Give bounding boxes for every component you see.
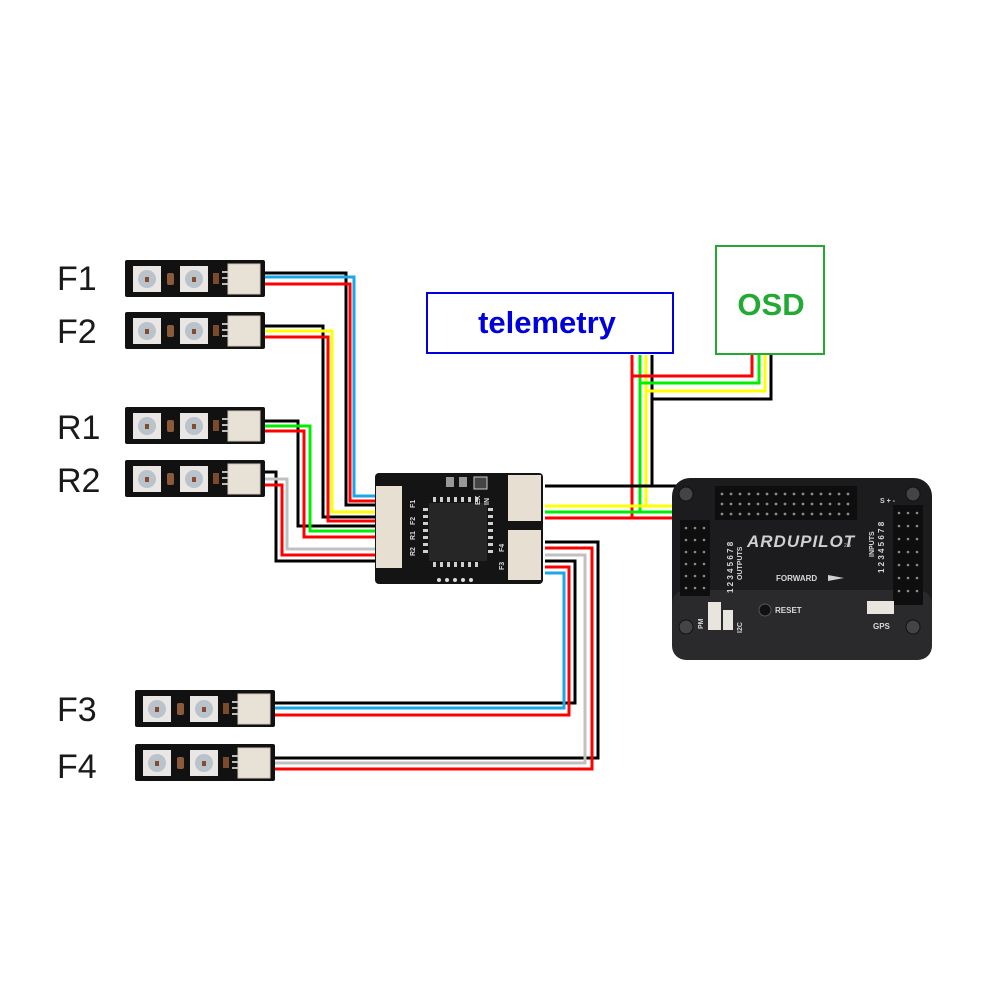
wire-F2-red bbox=[265, 335, 378, 523]
wire-F3-black bbox=[275, 559, 577, 705]
outputs-label: OUTPUTS bbox=[737, 546, 744, 580]
wire-F2-yellow bbox=[265, 329, 378, 514]
wires-F2 bbox=[265, 324, 378, 523]
osd-box: OSD bbox=[715, 245, 825, 355]
telemetry-box: telemetry bbox=[426, 292, 674, 354]
label-R1: R1 bbox=[57, 409, 100, 447]
inputs-label: INPUTS bbox=[869, 531, 876, 557]
forward-arrow-icon bbox=[828, 575, 844, 581]
inputs-numbers: 1 2 3 4 5 6 7 8 bbox=[877, 521, 886, 573]
silk-IN: IN bbox=[484, 498, 491, 505]
wire-osd-green bbox=[640, 355, 761, 385]
wires-R1 bbox=[265, 419, 378, 539]
silk-R1: R1 bbox=[410, 531, 417, 540]
outputs-numbers: 1 2 3 4 5 6 7 8 bbox=[726, 541, 735, 593]
led-controller-board: F1 F2 R1 R2 F3 F4 EX IN bbox=[375, 473, 543, 584]
led-strip-F2 bbox=[124, 311, 266, 350]
label-F4: F4 bbox=[57, 748, 97, 786]
wire-osd-red bbox=[632, 355, 754, 378]
wires-F4 bbox=[275, 540, 600, 771]
reset-label: RESET bbox=[775, 606, 802, 615]
pm-label: PM bbox=[698, 618, 705, 629]
led-strip-F1 bbox=[124, 259, 266, 298]
wire-F3-cyan bbox=[275, 571, 566, 710]
led-strip-R1 bbox=[124, 406, 266, 445]
screw-icon bbox=[905, 619, 921, 635]
screw-icon bbox=[678, 486, 694, 502]
wires-F3 bbox=[275, 559, 577, 717]
wire-F3-red bbox=[275, 565, 571, 717]
wire-R2-black bbox=[265, 470, 378, 563]
telemetry-label: telemetry bbox=[478, 305, 617, 340]
wire-R2-red bbox=[265, 483, 378, 557]
silk-F1: F1 bbox=[410, 500, 417, 508]
ardupilot-version: 2.5 bbox=[844, 543, 851, 549]
screw-icon bbox=[905, 486, 921, 502]
label-F2: F2 bbox=[57, 313, 97, 351]
silk-F2: F2 bbox=[410, 517, 417, 525]
silk-EX: EX bbox=[475, 495, 482, 505]
wire-R1-red bbox=[265, 429, 378, 539]
gps-label: GPS bbox=[873, 622, 891, 631]
wire-F1-black bbox=[265, 271, 378, 507]
forward-label: FORWARD bbox=[776, 574, 817, 583]
silk-F3: F3 bbox=[499, 562, 506, 570]
wire-F1-red bbox=[265, 282, 378, 503]
ardupilot-logo: ARDUPILOT bbox=[746, 532, 856, 551]
wire-F2-black bbox=[265, 324, 378, 519]
silk-R2: R2 bbox=[410, 547, 417, 556]
wire-F4-black bbox=[275, 540, 600, 760]
led-strip-F3 bbox=[134, 689, 276, 728]
silk-F4: F4 bbox=[499, 544, 506, 552]
wire-R2-grey bbox=[265, 477, 378, 551]
led-strip-F4 bbox=[134, 743, 276, 782]
wire-R1-green bbox=[265, 424, 378, 533]
wire-F1-cyan bbox=[265, 275, 378, 498]
ardupilot-flight-controller: ARDUPILOT 2.5 OUTPUTS 1 2 3 4 5 6 7 8 IN… bbox=[672, 478, 932, 660]
wire-osd-black bbox=[652, 355, 773, 401]
wire-R1-black bbox=[265, 419, 378, 528]
reset-button[interactable] bbox=[758, 603, 772, 617]
wires-F1 bbox=[265, 271, 378, 507]
wire-osd-yellow bbox=[646, 355, 767, 393]
label-F3: F3 bbox=[57, 691, 97, 729]
screw-icon bbox=[678, 619, 694, 635]
osd-label: OSD bbox=[737, 287, 804, 322]
pin-legend-label: S + - bbox=[880, 498, 896, 505]
wire-F4-red bbox=[275, 546, 594, 771]
label-F1: F1 bbox=[57, 260, 97, 298]
wire-F4-grey bbox=[275, 553, 587, 765]
i2c-label: I2C bbox=[737, 622, 744, 633]
led-strip-R2 bbox=[124, 459, 266, 498]
label-R2: R2 bbox=[57, 462, 100, 500]
wires-R2 bbox=[265, 470, 378, 563]
